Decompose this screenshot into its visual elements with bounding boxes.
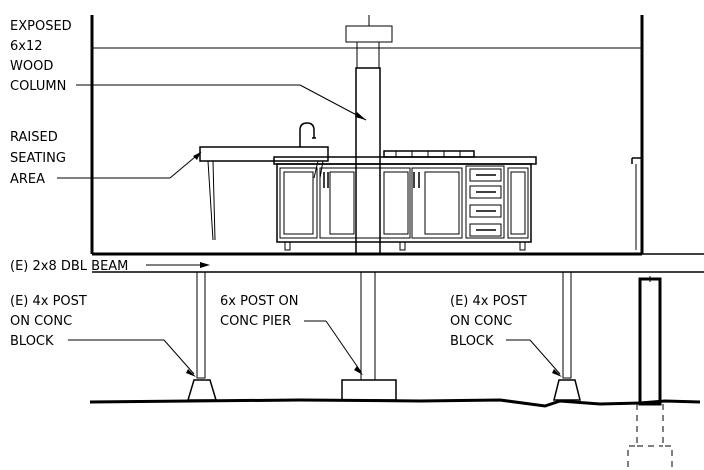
bar-stool bbox=[631, 157, 641, 250]
label-seating-line-3: AREA bbox=[10, 172, 45, 187]
label-post-left-line-2: ON CONC bbox=[10, 314, 72, 329]
label-post-right: (E) 4x POST ON CONC BLOCK bbox=[450, 294, 527, 349]
raised-seating-counter bbox=[199, 146, 329, 241]
label-post-right-line-1: (E) 4x POST bbox=[450, 294, 527, 309]
leader-lines bbox=[57, 84, 562, 377]
label-column-line-1: EXPOSED bbox=[10, 19, 72, 34]
label-seating-line-2: SEATING bbox=[10, 151, 66, 166]
label-post-center-line-1: 6x POST ON bbox=[220, 294, 298, 309]
cooktop-icon bbox=[383, 150, 475, 158]
label-post-left-line-3: BLOCK bbox=[10, 334, 54, 349]
label-post-center-line-2: CONC PIER bbox=[220, 314, 291, 329]
label-beam: (E) 2x8 DBL BEAM bbox=[10, 259, 128, 274]
kitchen-island bbox=[273, 156, 537, 251]
post-center bbox=[341, 271, 397, 401]
label-post-left: (E) 4x POST ON CONC BLOCK bbox=[10, 294, 87, 349]
grade-line bbox=[89, 398, 701, 408]
post-far-right bbox=[638, 276, 662, 406]
label-post-right-line-3: BLOCK bbox=[450, 334, 494, 349]
label-post-left-line-1: (E) 4x POST bbox=[10, 294, 87, 309]
label-post-center: 6x POST ON CONC PIER bbox=[220, 294, 298, 329]
double-beam bbox=[92, 253, 704, 273]
faucet-icon bbox=[299, 122, 316, 147]
wood-column bbox=[345, 15, 393, 255]
post-left bbox=[186, 271, 218, 401]
footing-dashed bbox=[627, 404, 673, 470]
label-column-line-2: 6x12 bbox=[10, 39, 43, 54]
label-column-line-4: COLUMN bbox=[10, 79, 66, 94]
label-column-line-3: WOOD bbox=[10, 59, 53, 74]
label-post-right-line-2: ON CONC bbox=[450, 314, 512, 329]
label-column: EXPOSED 6x12 WOOD COLUMN bbox=[10, 19, 72, 94]
post-right bbox=[553, 271, 581, 401]
room-outline bbox=[90, 15, 644, 256]
label-seating-line-1: RAISED bbox=[10, 130, 58, 145]
label-seating: RAISED SEATING AREA bbox=[10, 130, 66, 187]
